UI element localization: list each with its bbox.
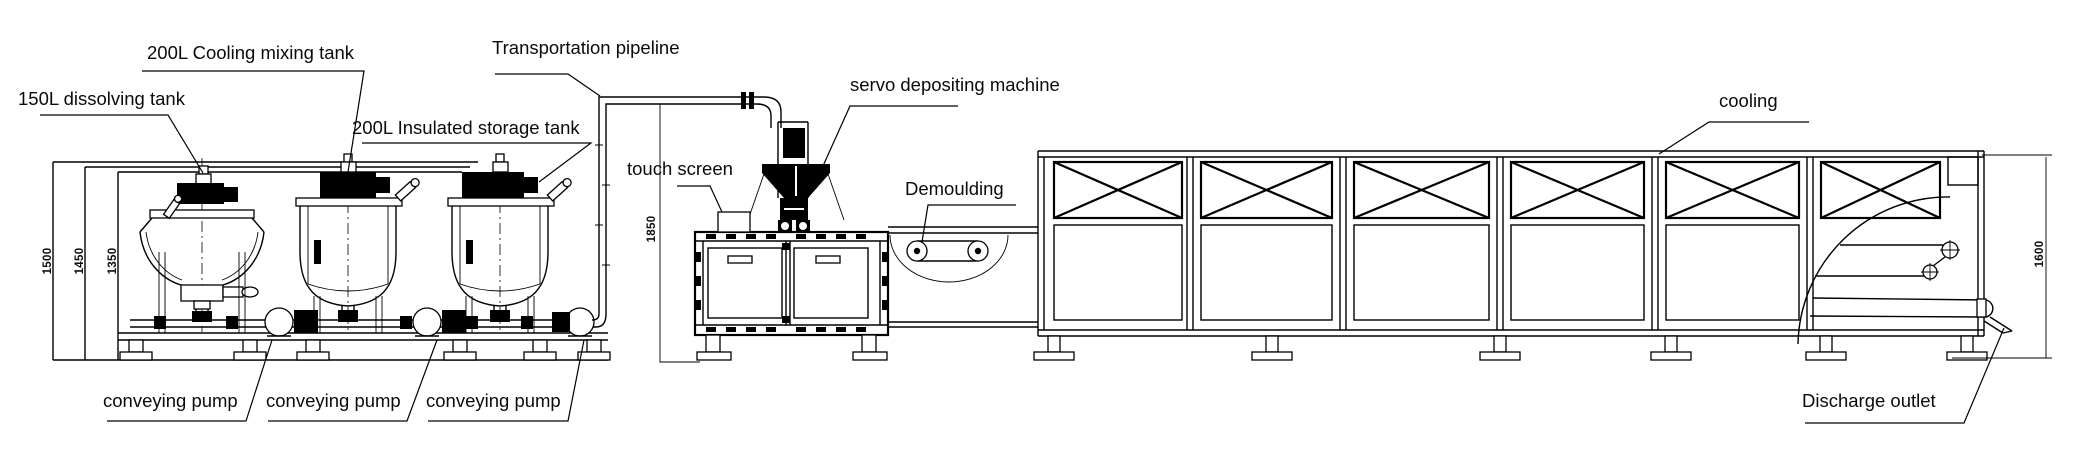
servo-depositing-machine-label: servo depositing machine [850,74,1060,95]
conveying-pump-1-drawing [264,307,318,337]
cooling-tunnel-drawing [1033,150,1988,361]
tank-height-dimension-1500: 1500 [42,247,54,275]
conveying-pump-3-label: conveying pump [426,390,561,411]
dissolving-tank-drawing [139,158,265,333]
discharge-height-dimension-1600: 1600 [2034,240,2046,268]
tank-height-dimension-1450: 1450 [74,247,86,275]
tank-skid-base [118,316,611,361]
discharge-outlet-label: Discharge outlet [1802,390,1936,411]
conveying-pump-3-drawing [552,307,595,337]
discharge-unit-drawing [1797,196,2013,345]
pipeline-height-dimension-1850: 1850 [646,215,658,243]
touch-screen-label: touch screen [627,158,733,179]
conveying-pump-1-label: conveying pump [103,390,238,411]
insulated-storage-tank-drawing [447,153,572,333]
cooling-label: cooling [1719,90,1778,111]
touch-screen-box-drawing [717,211,751,233]
cooling-mixing-tank-label: 200L Cooling mixing tank [147,42,355,63]
depositing-machine-hopper-drawing [747,121,845,232]
discharge-height-dimension-line [1952,154,2052,359]
conveying-pump-2-label: conveying pump [266,390,401,411]
demoulding-label: Demoulding [905,178,1004,199]
dissolving-tank-label: 150L dissolving tank [18,88,185,109]
tank-height-dimension-1350: 1350 [107,247,119,275]
annotation-leader-lines [40,70,2005,424]
cooling-mixing-tank-drawing [295,153,420,333]
pipeline-height-dimension-line [659,104,700,363]
insulated-storage-tank-label: 200L Insulated storage tank [352,117,580,138]
transportation-pipeline-drawing [591,92,782,328]
conveying-pump-2-drawing [412,307,466,337]
depositing-machine-cabinet-drawing [693,230,890,361]
transportation-pipeline-label: Transportation pipeline [492,37,680,58]
demoulding-unit-drawing [888,226,1038,328]
